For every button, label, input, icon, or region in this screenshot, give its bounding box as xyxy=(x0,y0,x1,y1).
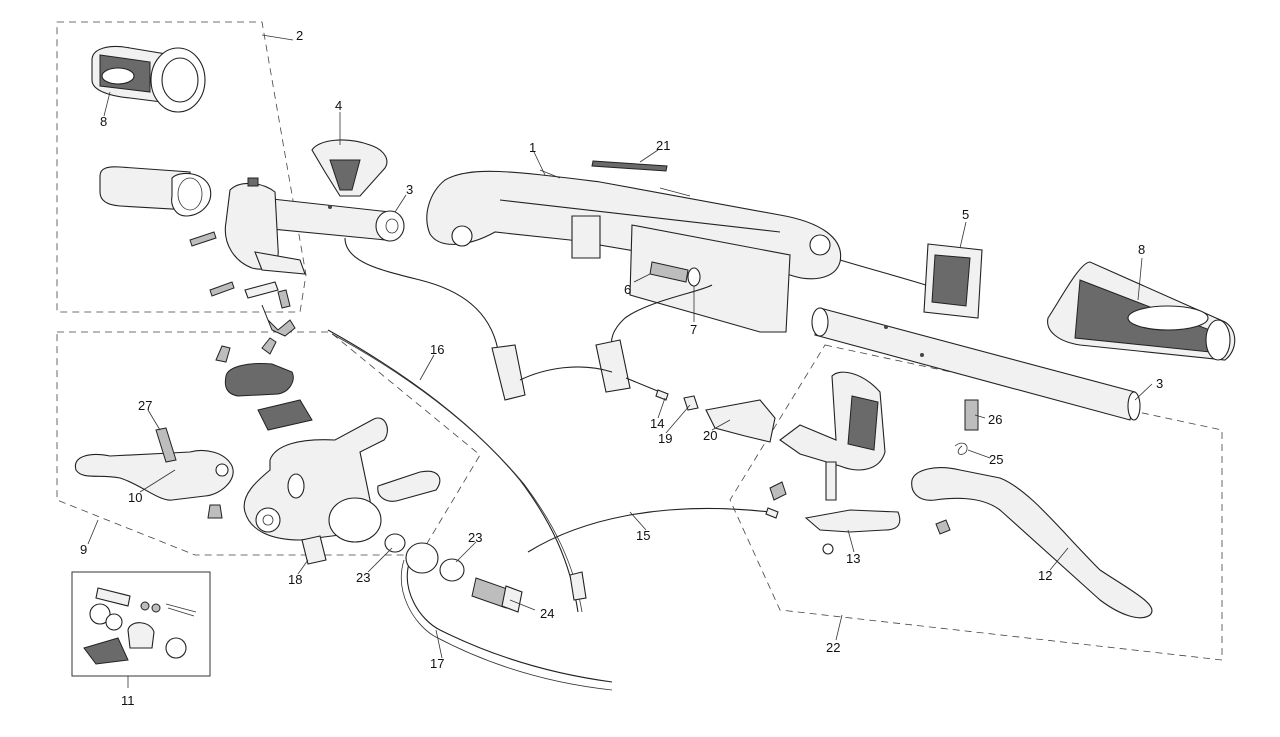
callout-3-right: 3 xyxy=(1156,376,1163,391)
callout-17: 17 xyxy=(430,656,444,671)
switch-18 xyxy=(301,535,327,565)
washer-13 xyxy=(822,543,834,555)
throttle-cover-4 xyxy=(311,139,388,197)
switch-plate-13 xyxy=(804,509,901,533)
callout-16: 16 xyxy=(430,342,444,357)
callout-21: 21 xyxy=(656,138,670,153)
callout-11: 11 xyxy=(121,693,135,708)
left-grip-8 xyxy=(91,45,206,113)
throttle-housing xyxy=(224,177,306,275)
spring-25 xyxy=(954,442,968,455)
callout-9: 9 xyxy=(80,542,87,557)
cable-loop xyxy=(519,366,613,381)
throttle-screws xyxy=(189,231,296,337)
callout-19: 19 xyxy=(658,431,672,446)
throttle-twist-grip xyxy=(99,166,212,217)
group-frame-2 xyxy=(56,21,307,313)
callout-1: 1 xyxy=(529,140,536,155)
group-frame-22 xyxy=(729,344,1223,661)
cable-15-end xyxy=(765,507,779,519)
brake-lever-bracket xyxy=(779,371,886,501)
callout-3-left: 3 xyxy=(406,182,413,197)
banjo-fitting xyxy=(405,542,439,574)
cable-14 xyxy=(625,377,661,393)
right-handlebar-tube xyxy=(811,307,1141,421)
brake-hose-17-outer xyxy=(400,559,613,691)
callout-10: 10 xyxy=(128,490,142,505)
callout-25: 25 xyxy=(989,452,1003,467)
right-switch-connector xyxy=(595,339,631,393)
washer-23-left xyxy=(384,533,406,553)
right-switch-5 xyxy=(923,243,983,319)
decal-21 xyxy=(591,160,668,172)
clutch-cable-16-outer xyxy=(331,333,583,613)
callout-22: 22 xyxy=(826,640,840,655)
callout-23-left: 23 xyxy=(356,570,370,585)
repair-kit-11-parts xyxy=(83,587,197,665)
clutch-lever-10 xyxy=(74,449,234,501)
callout-8-right: 8 xyxy=(1138,242,1145,257)
lever-nut-right xyxy=(935,519,951,535)
callout-15: 15 xyxy=(636,528,650,543)
callout-2: 2 xyxy=(296,28,303,43)
callout-20: 20 xyxy=(703,428,717,443)
callout-14: 14 xyxy=(650,416,664,431)
clamp-bracket xyxy=(377,470,441,502)
washer-23-right xyxy=(439,558,465,582)
cable-14-end xyxy=(655,389,669,401)
callout-23-right: 23 xyxy=(468,530,482,545)
callout-6: 6 xyxy=(624,282,631,297)
cap-screw-left xyxy=(215,345,231,363)
cap-screw-right xyxy=(261,337,277,355)
master-cylinder xyxy=(243,417,388,543)
left-switch-cable xyxy=(344,237,499,351)
callout-4: 4 xyxy=(335,98,342,113)
cable-15 xyxy=(527,507,771,553)
kit-box-11 xyxy=(71,571,211,677)
callout-18: 18 xyxy=(288,572,302,587)
callout-13: 13 xyxy=(846,551,860,566)
callout-7: 7 xyxy=(690,322,697,337)
leader-lines xyxy=(87,34,1153,688)
callout-26: 26 xyxy=(988,412,1002,427)
callout-27: 27 xyxy=(138,398,152,413)
screw-6 xyxy=(649,261,689,283)
brake-lever-12 xyxy=(911,467,1153,619)
left-switch-connector xyxy=(491,344,526,401)
banjo-bolt-head xyxy=(501,585,523,613)
screw-27 xyxy=(155,427,177,463)
callout-5: 5 xyxy=(962,207,969,222)
reservoir-cap xyxy=(224,363,313,431)
right-grip-8 xyxy=(1047,261,1236,361)
brake-hose-17 xyxy=(406,559,613,683)
screw-26 xyxy=(964,399,979,431)
lever-nut xyxy=(207,504,223,519)
callout-labels: 1 2 3 3 4 5 6 7 8 8 9 10 11 12 13 14 15 … xyxy=(80,28,1163,708)
clutch-cable-end xyxy=(569,571,587,601)
callout-8-left: 8 xyxy=(100,114,107,129)
bracket-screw xyxy=(769,481,787,501)
right-switch-cable xyxy=(610,284,713,351)
adjuster-19 xyxy=(683,395,699,411)
handlebar-top-clamp xyxy=(426,169,842,333)
callout-12: 12 xyxy=(1038,568,1052,583)
callout-24: 24 xyxy=(540,606,554,621)
clutch-cable-16 xyxy=(327,329,579,613)
washer-7 xyxy=(687,267,701,287)
